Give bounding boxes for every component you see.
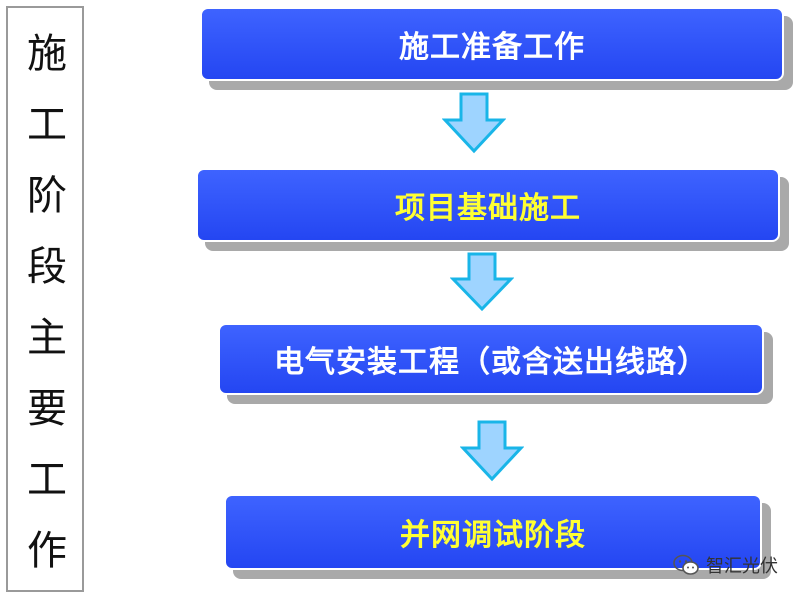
stage-title-char: 主 xyxy=(27,315,67,361)
stage-title-box: 施 工 阶 段 主 要 工 作 xyxy=(6,6,84,592)
step-box: 电气安装工程（或含送出线路） xyxy=(218,323,764,395)
step-foundation: 项目基础施工 xyxy=(196,168,789,251)
step-prep-work: 施工准备工作 xyxy=(200,7,793,90)
arrow-shape xyxy=(442,92,506,154)
stage-title-char: 作 xyxy=(27,528,67,574)
step-electrical: 电气安装工程（或含送出线路） xyxy=(218,323,773,404)
arrow-shape xyxy=(450,252,514,312)
step-label: 项目基础施工 xyxy=(395,191,581,226)
stage-title-char: 要 xyxy=(27,386,67,432)
step-box: 并网调试阶段 xyxy=(224,494,762,570)
stage-title-char: 阶 xyxy=(27,173,67,219)
watermark: 智汇光伏 xyxy=(672,552,778,578)
down-arrow-icon xyxy=(442,92,506,154)
down-arrow-icon xyxy=(450,252,514,312)
step-box: 施工准备工作 xyxy=(200,7,784,81)
step-label: 电气安装工程（或含送出线路） xyxy=(274,345,708,380)
arrow-shape xyxy=(460,420,524,482)
wechat-icon xyxy=(673,554,699,575)
down-arrow-icon xyxy=(460,420,524,482)
stage-title-char: 工 xyxy=(27,457,67,503)
watermark-text: 智汇光伏 xyxy=(706,556,778,577)
step-label: 施工准备工作 xyxy=(399,30,585,65)
step-grid-commissioning: 并网调试阶段 xyxy=(224,494,771,579)
stage-title-char: 段 xyxy=(27,244,67,290)
stage-title-char: 工 xyxy=(27,102,67,148)
stage-title-char: 施 xyxy=(27,31,67,77)
step-label: 并网调试阶段 xyxy=(400,518,586,553)
step-box: 项目基础施工 xyxy=(196,168,780,242)
